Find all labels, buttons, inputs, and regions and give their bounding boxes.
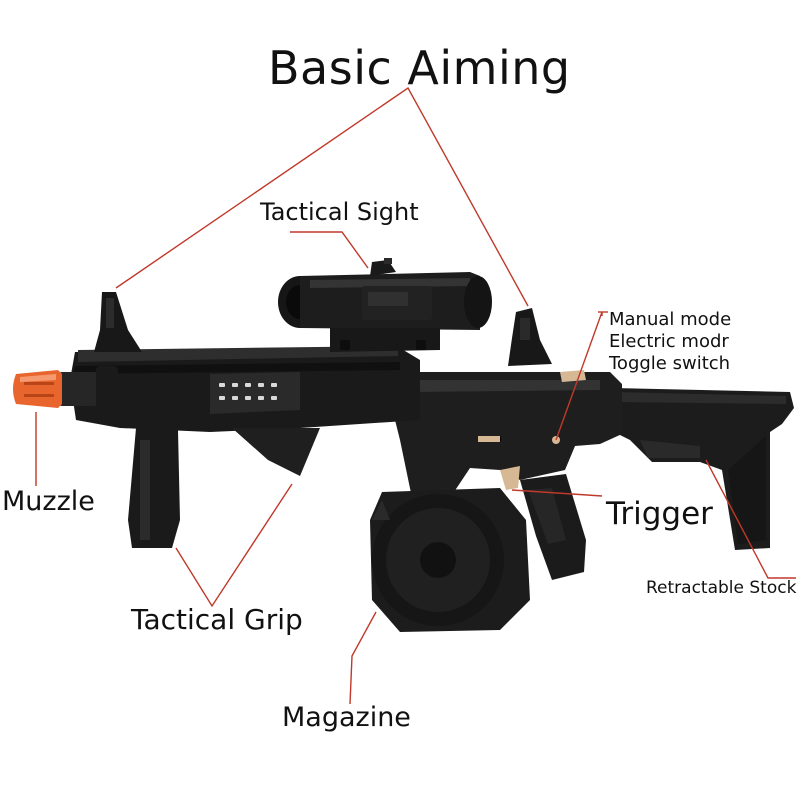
drum-magazine	[370, 488, 530, 632]
leader-trigger	[511, 489, 603, 497]
label-tactical-sight: Tactical Sight	[260, 198, 419, 226]
receiver	[395, 372, 622, 498]
label-muzzle: Muzzle	[2, 486, 95, 517]
label-mode-switch: Manual mode Electric modr Toggle switch	[609, 309, 731, 375]
label-manual-mode: Manual mode	[609, 309, 732, 330]
front-sight	[94, 292, 142, 352]
rail-slots	[219, 383, 277, 400]
leader-magazine	[349, 611, 377, 705]
label-trigger: Trigger	[606, 496, 713, 532]
label-tactical-grip: Tactical Grip	[131, 603, 303, 636]
retractable-stock	[605, 378, 794, 550]
pistol-grip	[520, 474, 586, 580]
barrel	[58, 366, 118, 412]
diagram-title: Basic Aiming	[268, 41, 571, 95]
leader-basic-aiming	[115, 86, 529, 307]
angled-grip	[232, 428, 320, 476]
handguard	[70, 346, 420, 432]
tactical-scope	[278, 258, 492, 352]
leader-tactical-sight	[290, 231, 369, 269]
rear-sight	[508, 308, 552, 366]
leader-lines	[35, 86, 796, 705]
label-electric-mode: Electric modr	[609, 331, 729, 352]
leader-tactical-grip	[175, 483, 293, 608]
muzzle-tip	[13, 370, 62, 408]
label-magazine: Magazine	[282, 702, 411, 733]
vertical-grip	[128, 428, 180, 548]
label-toggle-switch: Toggle switch	[609, 353, 731, 374]
label-retractable-stock: Retractable Stock	[646, 578, 797, 598]
leader-stock	[705, 459, 796, 579]
